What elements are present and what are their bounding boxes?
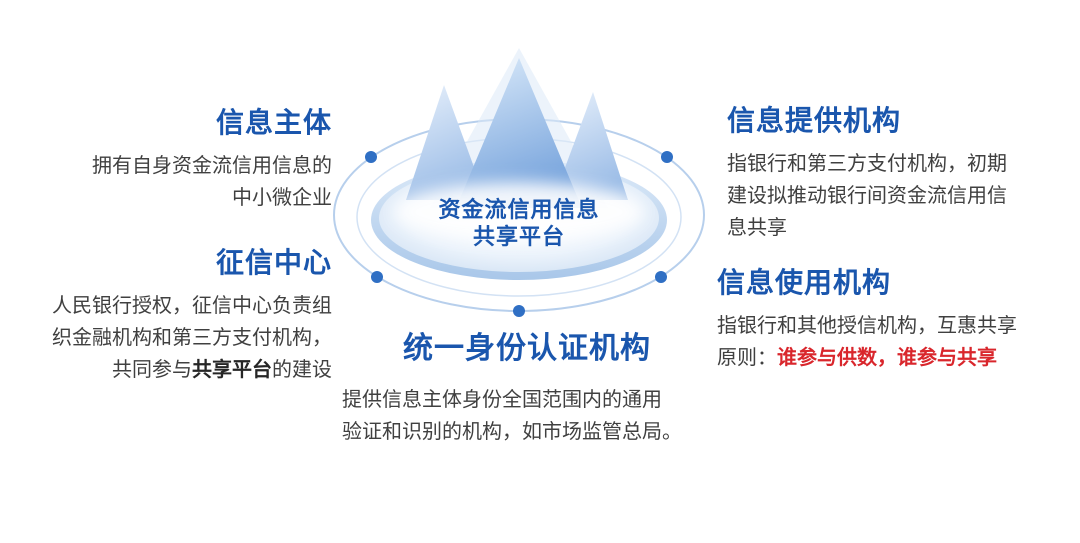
node-info-user: 信息使用机构 指银行和其他授信机构，互惠共享 原则：谁参与供数，谁参与共享 (717, 266, 1067, 374)
node-info-subject: 信息主体 拥有自身资金流信用信息的 中小微企业 (32, 106, 332, 214)
info-subject-body: 拥有自身资金流信用信息的 中小微企业 (92, 155, 332, 209)
connector-dot-upper-right (661, 151, 673, 163)
platform-glow (394, 182, 644, 242)
info-user-body-text: 指银行和其他授信机构，互惠共享 原则： (717, 315, 1017, 369)
node-credit-center: 征信中心 人民银行授权，征信中心负责组 织金融机构和第三方支付机构， 共同参与共… (32, 246, 332, 386)
auth-org-body: 提供信息主体身份全国范围内的通用 验证和识别的机构，如市场监管总局。 (342, 389, 682, 443)
mountain-center-icon (456, 58, 582, 208)
platform-graphic (333, 48, 705, 317)
connector-dot-lower-right (655, 271, 667, 283)
info-user-title: 信息使用机构 (717, 267, 892, 298)
info-subject-title: 信息主体 (215, 107, 332, 138)
mountain-left-icon (406, 85, 486, 200)
credit-center-body-bold: 共享平台 (192, 359, 272, 381)
info-provider-body: 指银行和第三方支付机构，初期 建设拟推动银行间资金流信用信 息共享 (727, 153, 1007, 239)
credit-center-body-text: 人民银行授权，征信中心负责组 织金融机构和第三方支付机构， 共同参与 (52, 295, 332, 381)
connector-dot-lower-left (371, 271, 383, 283)
auth-org-title: 统一身份认证机构 (403, 332, 651, 365)
credit-center-body: 人民银行授权，征信中心负责组 织金融机构和第三方支付机构， 共同参与共享平台的建… (32, 290, 332, 386)
credit-center-body-tail: 的建设 (272, 359, 332, 381)
info-user-body: 指银行和其他授信机构，互惠共享 原则：谁参与供数，谁参与共享 (717, 310, 1067, 374)
credit-center-title: 征信中心 (215, 247, 332, 278)
connector-dot-upper-left (365, 151, 377, 163)
mountain-right-icon (553, 92, 628, 200)
connector-dot-bottom (513, 305, 525, 317)
platform-title: 资金流信用信息 共享平台 (438, 197, 600, 249)
node-info-provider: 信息提供机构 指银行和第三方支付机构，初期 建设拟推动银行间资金流信用信 息共享 (727, 104, 1057, 244)
node-auth-org: 统一身份认证机构 提供信息主体身份全国范围内的通用 验证和识别的机构，如市场监管… (342, 330, 712, 448)
info-user-body-red: 谁参与供数，谁参与共享 (777, 347, 997, 369)
info-provider-title: 信息提供机构 (727, 105, 902, 136)
